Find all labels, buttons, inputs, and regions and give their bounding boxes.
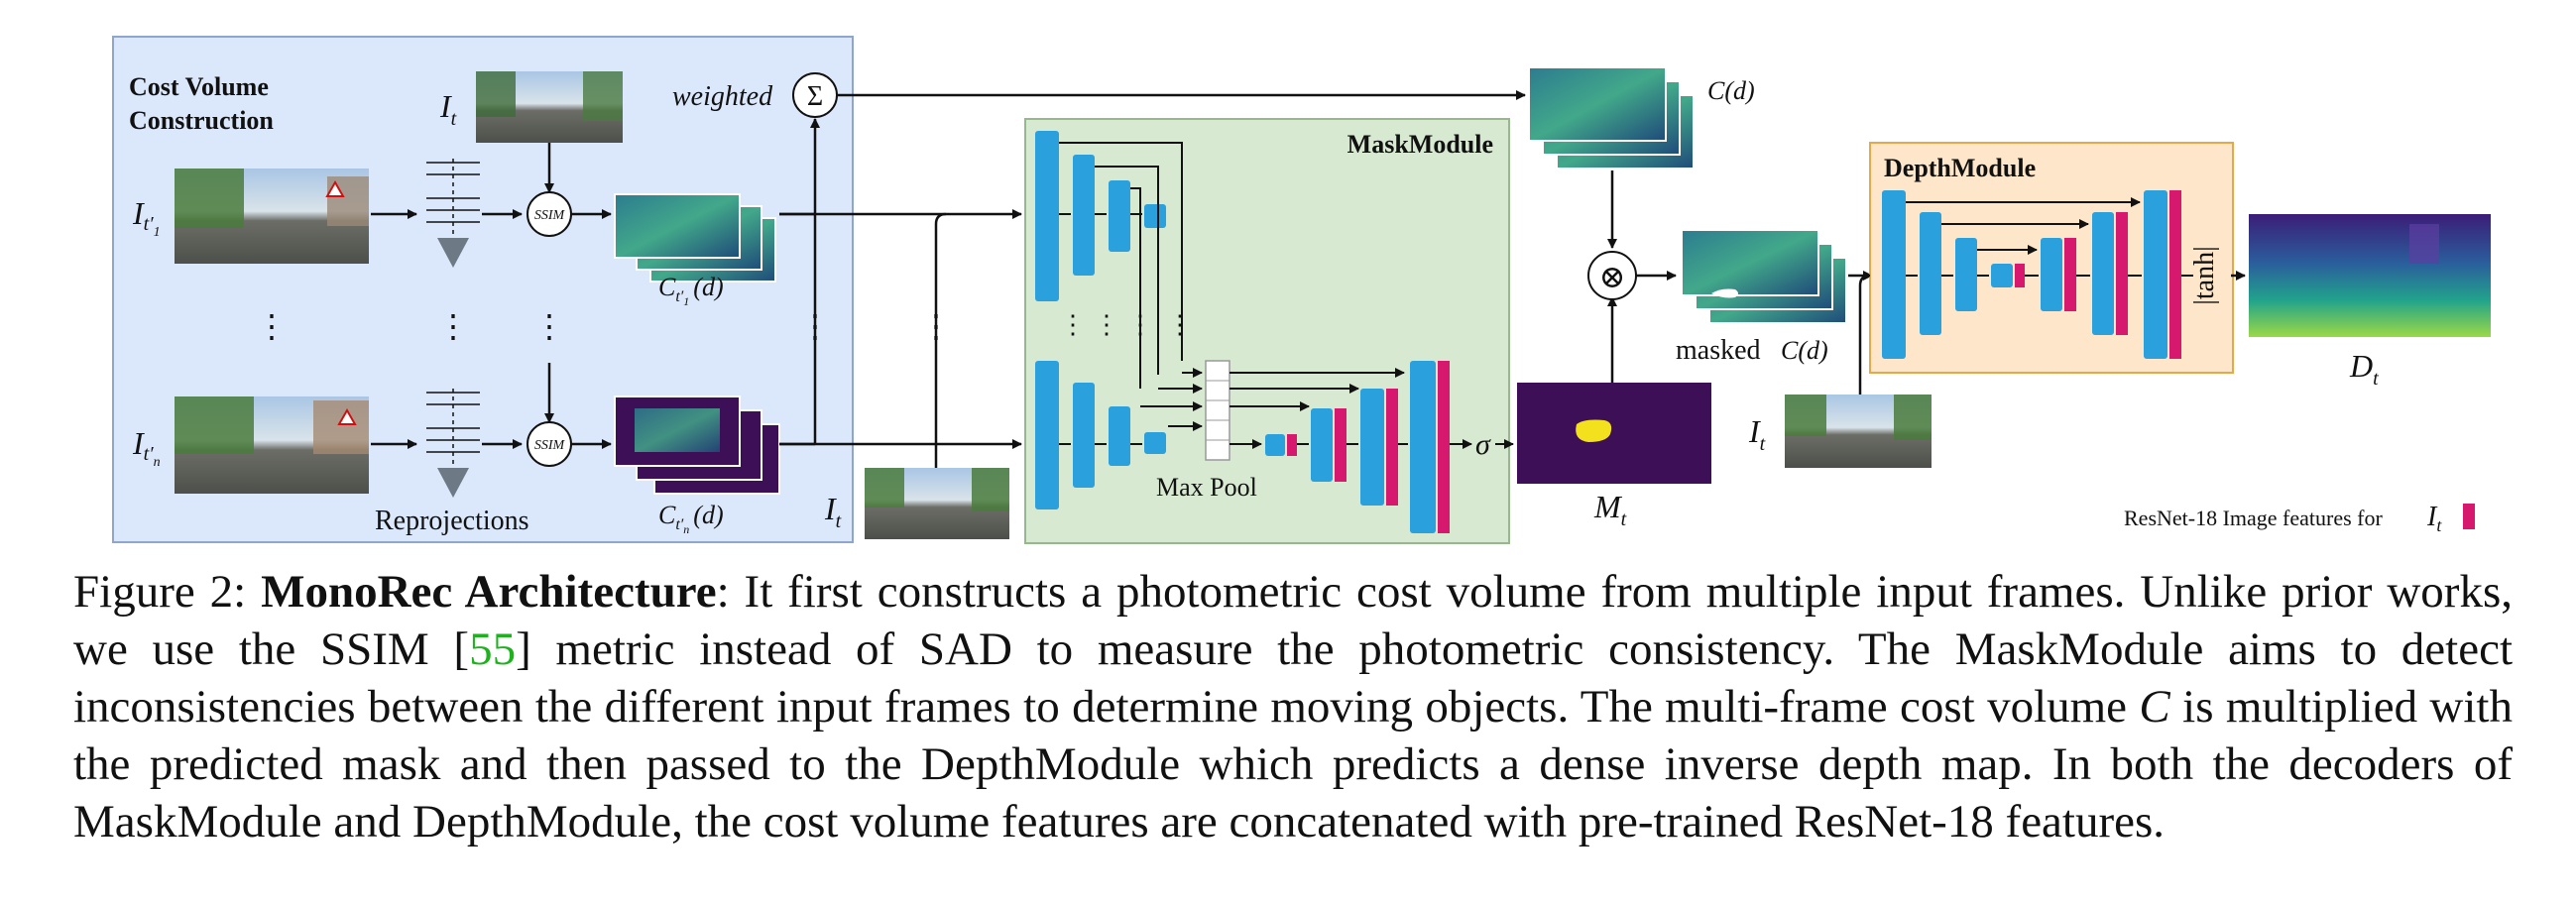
architecture-diagram: Cost Volume Construction It weighted Σ I…	[112, 36, 2491, 544]
mask-output-image	[1517, 383, 1711, 484]
cost-volume-title-2: Construction	[129, 106, 274, 135]
ssim-label-top: SSIM	[534, 208, 566, 223]
depth-decoder-block-3	[2144, 190, 2167, 359]
ssim-label-bottom: SSIM	[534, 438, 566, 453]
max-pool-stack	[1205, 360, 1230, 461]
reprojection-icon-top	[426, 159, 480, 268]
depth-decoder-block-1	[2041, 238, 2062, 311]
source-frame-top-label: It′1	[132, 195, 161, 240]
source-frame-top-image	[175, 169, 369, 264]
depth-feature-3	[2116, 212, 2128, 335]
ellipsis-reproj: ⋮	[437, 308, 469, 344]
cost-volume-bottom-label: Ct′n(d)	[658, 501, 724, 536]
mask-feature-3	[1386, 389, 1398, 506]
multiply-symbol: ⊗	[1599, 259, 1626, 294]
figure-caption: Figure 2: MonoRec Architecture: It first…	[73, 563, 2513, 850]
legend-var: It	[2426, 502, 2442, 535]
ellipsis-mask-2: ⋮	[1094, 310, 1119, 339]
depth-output-label: Dt	[2349, 348, 2379, 390]
caption-part-1: : It first constructs a photometric cost…	[73, 566, 2513, 675]
mask-feature-4	[1438, 361, 1450, 533]
target-frame-label: It	[439, 88, 457, 130]
depth-output-image	[2249, 214, 2491, 337]
depth-feature-2	[2064, 238, 2076, 311]
mask-encoder2-block-4	[1144, 432, 1166, 454]
ellipsis-ssim: ⋮	[533, 308, 565, 344]
ellipsis-mask-1: ⋮	[1060, 310, 1086, 339]
depth-module-panel: DepthModule |tanh|	[1869, 142, 2246, 374]
input-target-image	[865, 468, 1009, 539]
mask-label: Mt	[1593, 489, 1627, 530]
depth-feature-4	[2169, 190, 2181, 359]
cost-volume-stack-bottom	[614, 396, 780, 495]
ellipsis-inputs: ⋮	[920, 308, 952, 344]
ellipsis-mask-3: ⋮	[1127, 310, 1153, 339]
cost-volume-title-1: Cost Volume	[129, 72, 269, 101]
caption-figure-label: Figure 2:	[73, 566, 247, 618]
mask-encoder-block-1	[1035, 131, 1059, 301]
cost-volume-panel: Cost Volume Construction It weighted Σ I…	[112, 36, 854, 543]
ellipsis-frames: ⋮	[256, 308, 288, 344]
mask-decoder-block-2	[1311, 408, 1333, 482]
masked-cost-volume-stack	[1681, 229, 1847, 324]
depth-module-title: DepthModule	[1884, 154, 2036, 182]
legend: ResNet-18 Image features for It	[2124, 502, 2475, 535]
cost-volume-stack-top	[614, 193, 776, 282]
sigma-label: σ	[1475, 428, 1491, 461]
caption-part-2: ] metric instead of SAD to measure the p…	[73, 623, 2513, 733]
mask-feature-1	[1287, 434, 1297, 456]
legend-text: ResNet-18 Image features for	[2124, 506, 2384, 530]
mask-module-title: MaskModule	[1347, 130, 1493, 159]
target-frame-image	[476, 71, 623, 143]
depth-encoder-block-4	[1991, 264, 2013, 287]
mask-encoder2-block-3	[1109, 406, 1130, 466]
reprojections-label: Reprojections	[375, 506, 529, 536]
mask-feature-2	[1335, 408, 1347, 482]
caption-reference-link[interactable]: 55	[469, 623, 517, 675]
cost-volume-top-label: Ct′1(d)	[658, 273, 724, 308]
max-pool-label: Max Pool	[1156, 473, 1257, 502]
legend-swatch	[2463, 504, 2475, 529]
depth-decoder-block-2	[2092, 212, 2114, 335]
depth-encoder-block-3	[1955, 238, 1977, 311]
input-target-label: It	[824, 491, 842, 532]
masked-cost-volume-label: C(d)	[1781, 336, 1828, 365]
mask-decoder-block-4	[1410, 361, 1436, 533]
weighted-label: weighted	[672, 81, 773, 112]
mask-decoder-block-1	[1265, 434, 1285, 456]
cost-volume-label: C(d)	[1707, 76, 1755, 105]
caption-part-3: is multiplied with the predicted mask an…	[73, 681, 2513, 848]
source-frame-bottom-image	[175, 396, 369, 494]
depth-encoder-block-1	[1882, 190, 1906, 359]
ellipsis-mask-4: ⋮	[1167, 310, 1193, 339]
depth-input-image	[1785, 395, 1932, 468]
caption-title: MonoRec Architecture	[261, 566, 717, 618]
source-frame-bottom-label: It′n	[132, 425, 161, 470]
masked-label: masked	[1676, 335, 1761, 366]
caption-math-c: C	[2139, 681, 2170, 733]
mask-encoder-block-3	[1109, 180, 1130, 252]
mask-decoder-block-3	[1360, 389, 1384, 506]
full-cost-volume-stack	[1528, 66, 1695, 170]
sum-symbol: Σ	[807, 81, 823, 112]
mask-encoder-block-2	[1073, 155, 1095, 276]
mask-encoder-block-4	[1144, 204, 1166, 228]
mask-module-panel: MaskModule ⋮ ⋮ ⋮ ⋮	[1024, 118, 1514, 544]
tanh-label: |tanh|	[2189, 246, 2220, 304]
reprojection-icon-bottom	[426, 389, 480, 498]
mask-encoder2-block-1	[1035, 361, 1059, 509]
depth-encoder-block-2	[1920, 212, 1941, 335]
depth-feature-1	[2015, 264, 2025, 287]
mask-encoder2-block-2	[1073, 383, 1095, 488]
depth-input-label: It	[1748, 413, 1766, 455]
